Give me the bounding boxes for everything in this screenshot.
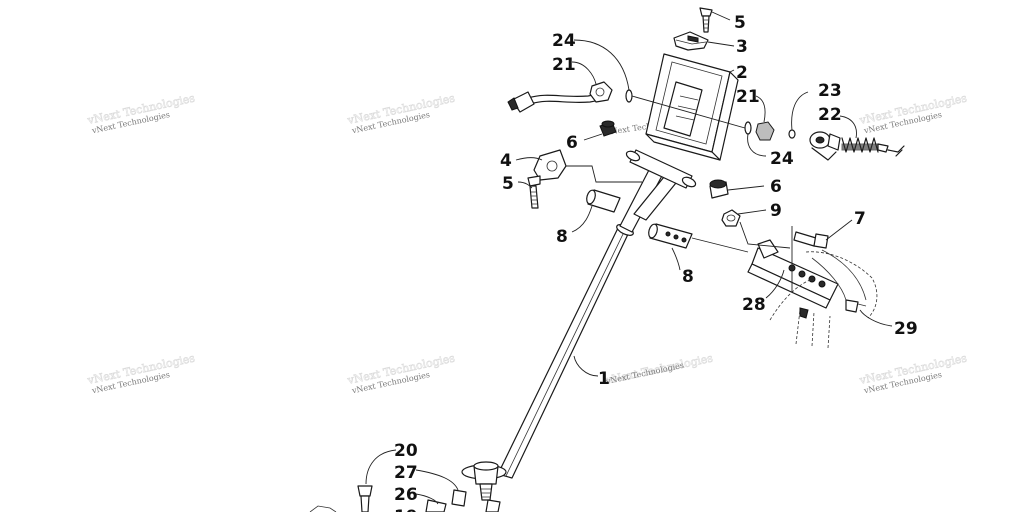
top-cap-and-screw (673, 7, 713, 51)
callout-3: 3 (736, 37, 748, 57)
callout-5-left: 5 (502, 174, 514, 194)
callout-26: 26 (394, 485, 418, 505)
callout-28: 28 (742, 295, 766, 315)
callout-7: 7 (854, 209, 866, 229)
bushings-6 (599, 120, 729, 199)
watermark-1: vNext Technologies vNext Technologies (85, 91, 197, 135)
bottom-fasteners (309, 485, 501, 512)
callout-29: 29 (894, 319, 918, 339)
callout-27: 27 (394, 463, 418, 483)
callout-8-left: 8 (556, 227, 568, 247)
watermark-4: vNext Technologies vNext Technologies (857, 91, 969, 135)
callout-21-right: 21 (736, 87, 760, 107)
callout-5-top: 5 (734, 13, 746, 33)
callout-23: 23 (818, 81, 842, 101)
callout-leaders (365, 11, 893, 505)
watermark-8: vNext Technologies vNext Technologies (857, 351, 969, 395)
callout-20: 20 (394, 441, 418, 461)
chassis-outline (769, 249, 878, 349)
callout-9: 9 (770, 201, 782, 221)
handlebar-clamp-block (645, 53, 739, 161)
adjuster-bracket (691, 209, 839, 309)
steering-post (461, 149, 697, 501)
watermark-5: vNext Technologies vNext Technologies (85, 351, 197, 395)
callout-4: 4 (500, 151, 512, 171)
watermark-6: vNext Technologies vNext Technologies (345, 351, 457, 395)
side-clamp-and-bolt (527, 149, 642, 209)
callout-labels: 5 3 24 2 21 21 23 22 6 24 4 5 6 9 7 8 8 … (394, 13, 918, 512)
watermark-7: vNext Technologies vNext Technologies (603, 351, 715, 387)
callout-6-upper: 6 (566, 133, 578, 153)
throttle-cable-assembly (507, 81, 746, 129)
callout-19: 19 (394, 507, 418, 512)
callout-22: 22 (818, 105, 842, 125)
callout-2: 2 (736, 63, 748, 83)
watermark-2: vNext Technologies vNext Technologies (345, 91, 457, 135)
callout-24-left: 24 (552, 31, 576, 51)
callout-6-lower: 6 (770, 177, 782, 197)
coil-spring (841, 137, 879, 153)
callout-24-right: 24 (770, 149, 794, 169)
callout-8-right: 8 (682, 267, 694, 287)
callout-1: 1 (598, 369, 610, 389)
callout-21-left: 21 (552, 55, 576, 75)
bushings-8 (586, 189, 693, 249)
